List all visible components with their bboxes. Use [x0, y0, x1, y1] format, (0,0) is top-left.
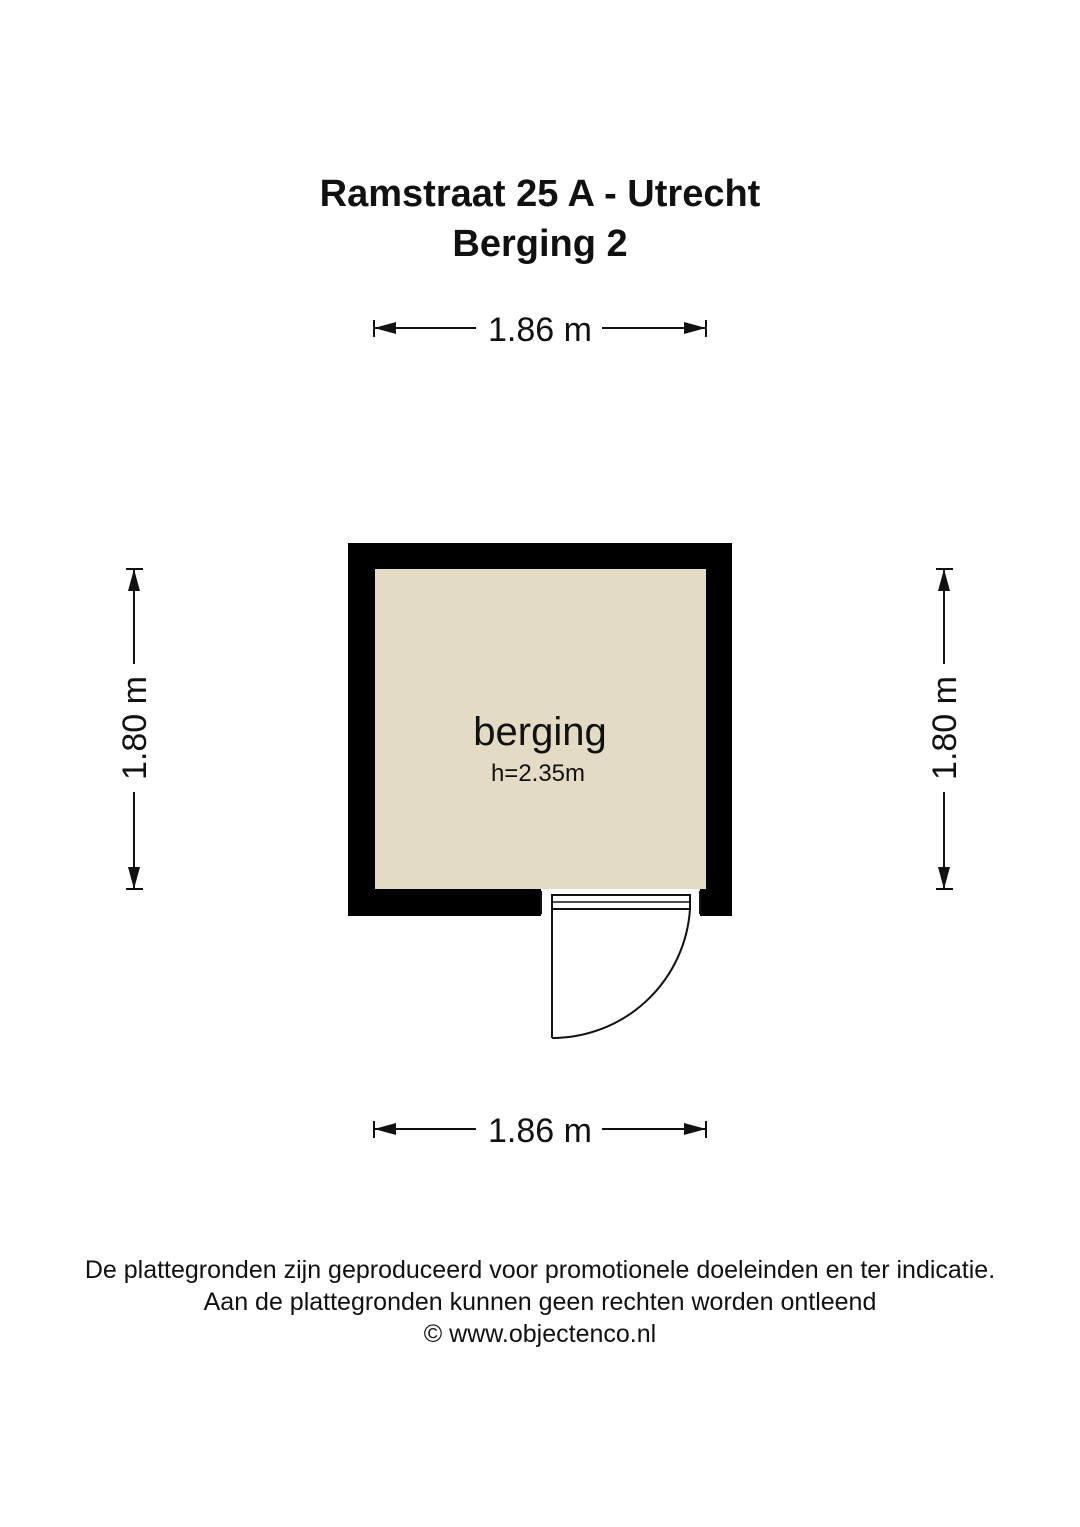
door-swing-arc: [551, 908, 691, 1040]
disclaimer-line-1: De plattegronden zijn geproduceerd voor …: [84, 1256, 996, 1284]
plan-title: Ramstraat 25 A - Utrecht: [319, 173, 761, 215]
right-height-dimension: 1.80 m: [926, 568, 964, 890]
top-width-label: 1.86 m: [488, 311, 592, 349]
copyright-line: © www.objectenco.nl: [423, 1320, 657, 1348]
left-height-label: 1.80 m: [116, 676, 154, 780]
room-name: berging: [473, 710, 606, 754]
disclaimer-line-2: Aan de plattegronden kunnen geen rechten…: [203, 1288, 877, 1316]
plan-subtitle: Berging 2: [452, 223, 628, 265]
right-height-label: 1.80 m: [926, 676, 964, 780]
room-height: h=2.35m: [491, 760, 585, 787]
room-floor: [375, 569, 706, 889]
left-height-dimension: 1.80 m: [116, 568, 154, 890]
bottom-width-dimension: 1.86 m: [373, 1112, 707, 1150]
bottom-width-label: 1.86 m: [488, 1112, 592, 1150]
top-width-dimension: 1.86 m: [373, 311, 707, 349]
